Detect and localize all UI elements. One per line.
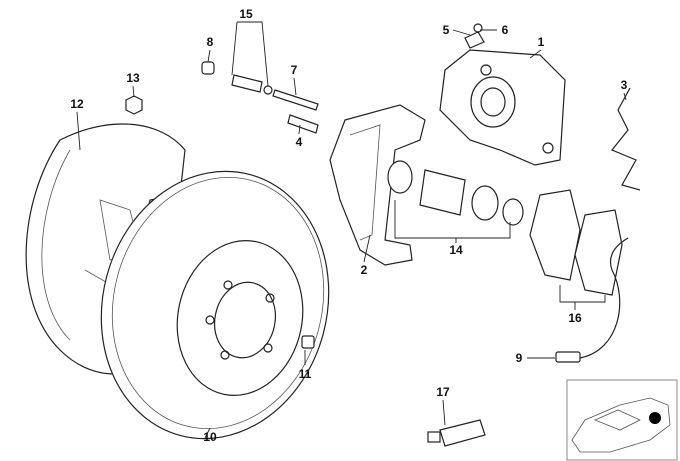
callout-10[interactable]: 10 bbox=[203, 430, 217, 444]
vehicle-location-thumbnail bbox=[566, 379, 678, 461]
callout-17[interactable]: 17 bbox=[436, 385, 450, 399]
anti-rattle-spring[interactable] bbox=[611, 87, 641, 191]
callout-3[interactable]: 3 bbox=[621, 78, 628, 92]
callout-4[interactable]: 4 bbox=[296, 135, 303, 149]
callout-14[interactable]: 14 bbox=[449, 243, 463, 257]
sleeve-15[interactable] bbox=[231, 74, 273, 95]
caliper-carrier[interactable] bbox=[329, 104, 426, 266]
grease-tube[interactable] bbox=[427, 419, 486, 447]
bolt-11[interactable] bbox=[301, 335, 315, 349]
callout-5[interactable]: 5 bbox=[443, 23, 450, 37]
callout-11[interactable]: 11 bbox=[299, 367, 312, 381]
callout-9[interactable]: 9 bbox=[516, 351, 523, 365]
callout-6[interactable]: 6 bbox=[502, 23, 509, 37]
guide-pin-7[interactable] bbox=[272, 89, 319, 111]
callout-15[interactable]: 15 bbox=[239, 7, 253, 21]
callout-2[interactable]: 2 bbox=[361, 263, 368, 277]
bolt-13[interactable] bbox=[125, 95, 143, 115]
bleeder-valve[interactable] bbox=[464, 23, 485, 49]
guide-bolt-4[interactable] bbox=[287, 114, 319, 134]
leader-lines bbox=[76, 21, 627, 439]
wear-sensor[interactable] bbox=[555, 237, 629, 363]
brake-disc[interactable] bbox=[72, 146, 358, 461]
caliper[interactable] bbox=[439, 49, 566, 166]
callout-12[interactable]: 12 bbox=[70, 97, 84, 111]
piston-repair-kit[interactable] bbox=[387, 160, 524, 226]
callout-1[interactable]: 1 bbox=[538, 35, 545, 49]
callout-7[interactable]: 7 bbox=[291, 63, 298, 77]
cap-8[interactable] bbox=[201, 61, 215, 75]
brake-pads[interactable] bbox=[529, 189, 623, 296]
callout-16[interactable]: 16 bbox=[568, 311, 582, 325]
highlight-dot bbox=[649, 412, 661, 424]
callout-8[interactable]: 8 bbox=[207, 35, 214, 49]
callout-13[interactable]: 13 bbox=[126, 71, 140, 85]
